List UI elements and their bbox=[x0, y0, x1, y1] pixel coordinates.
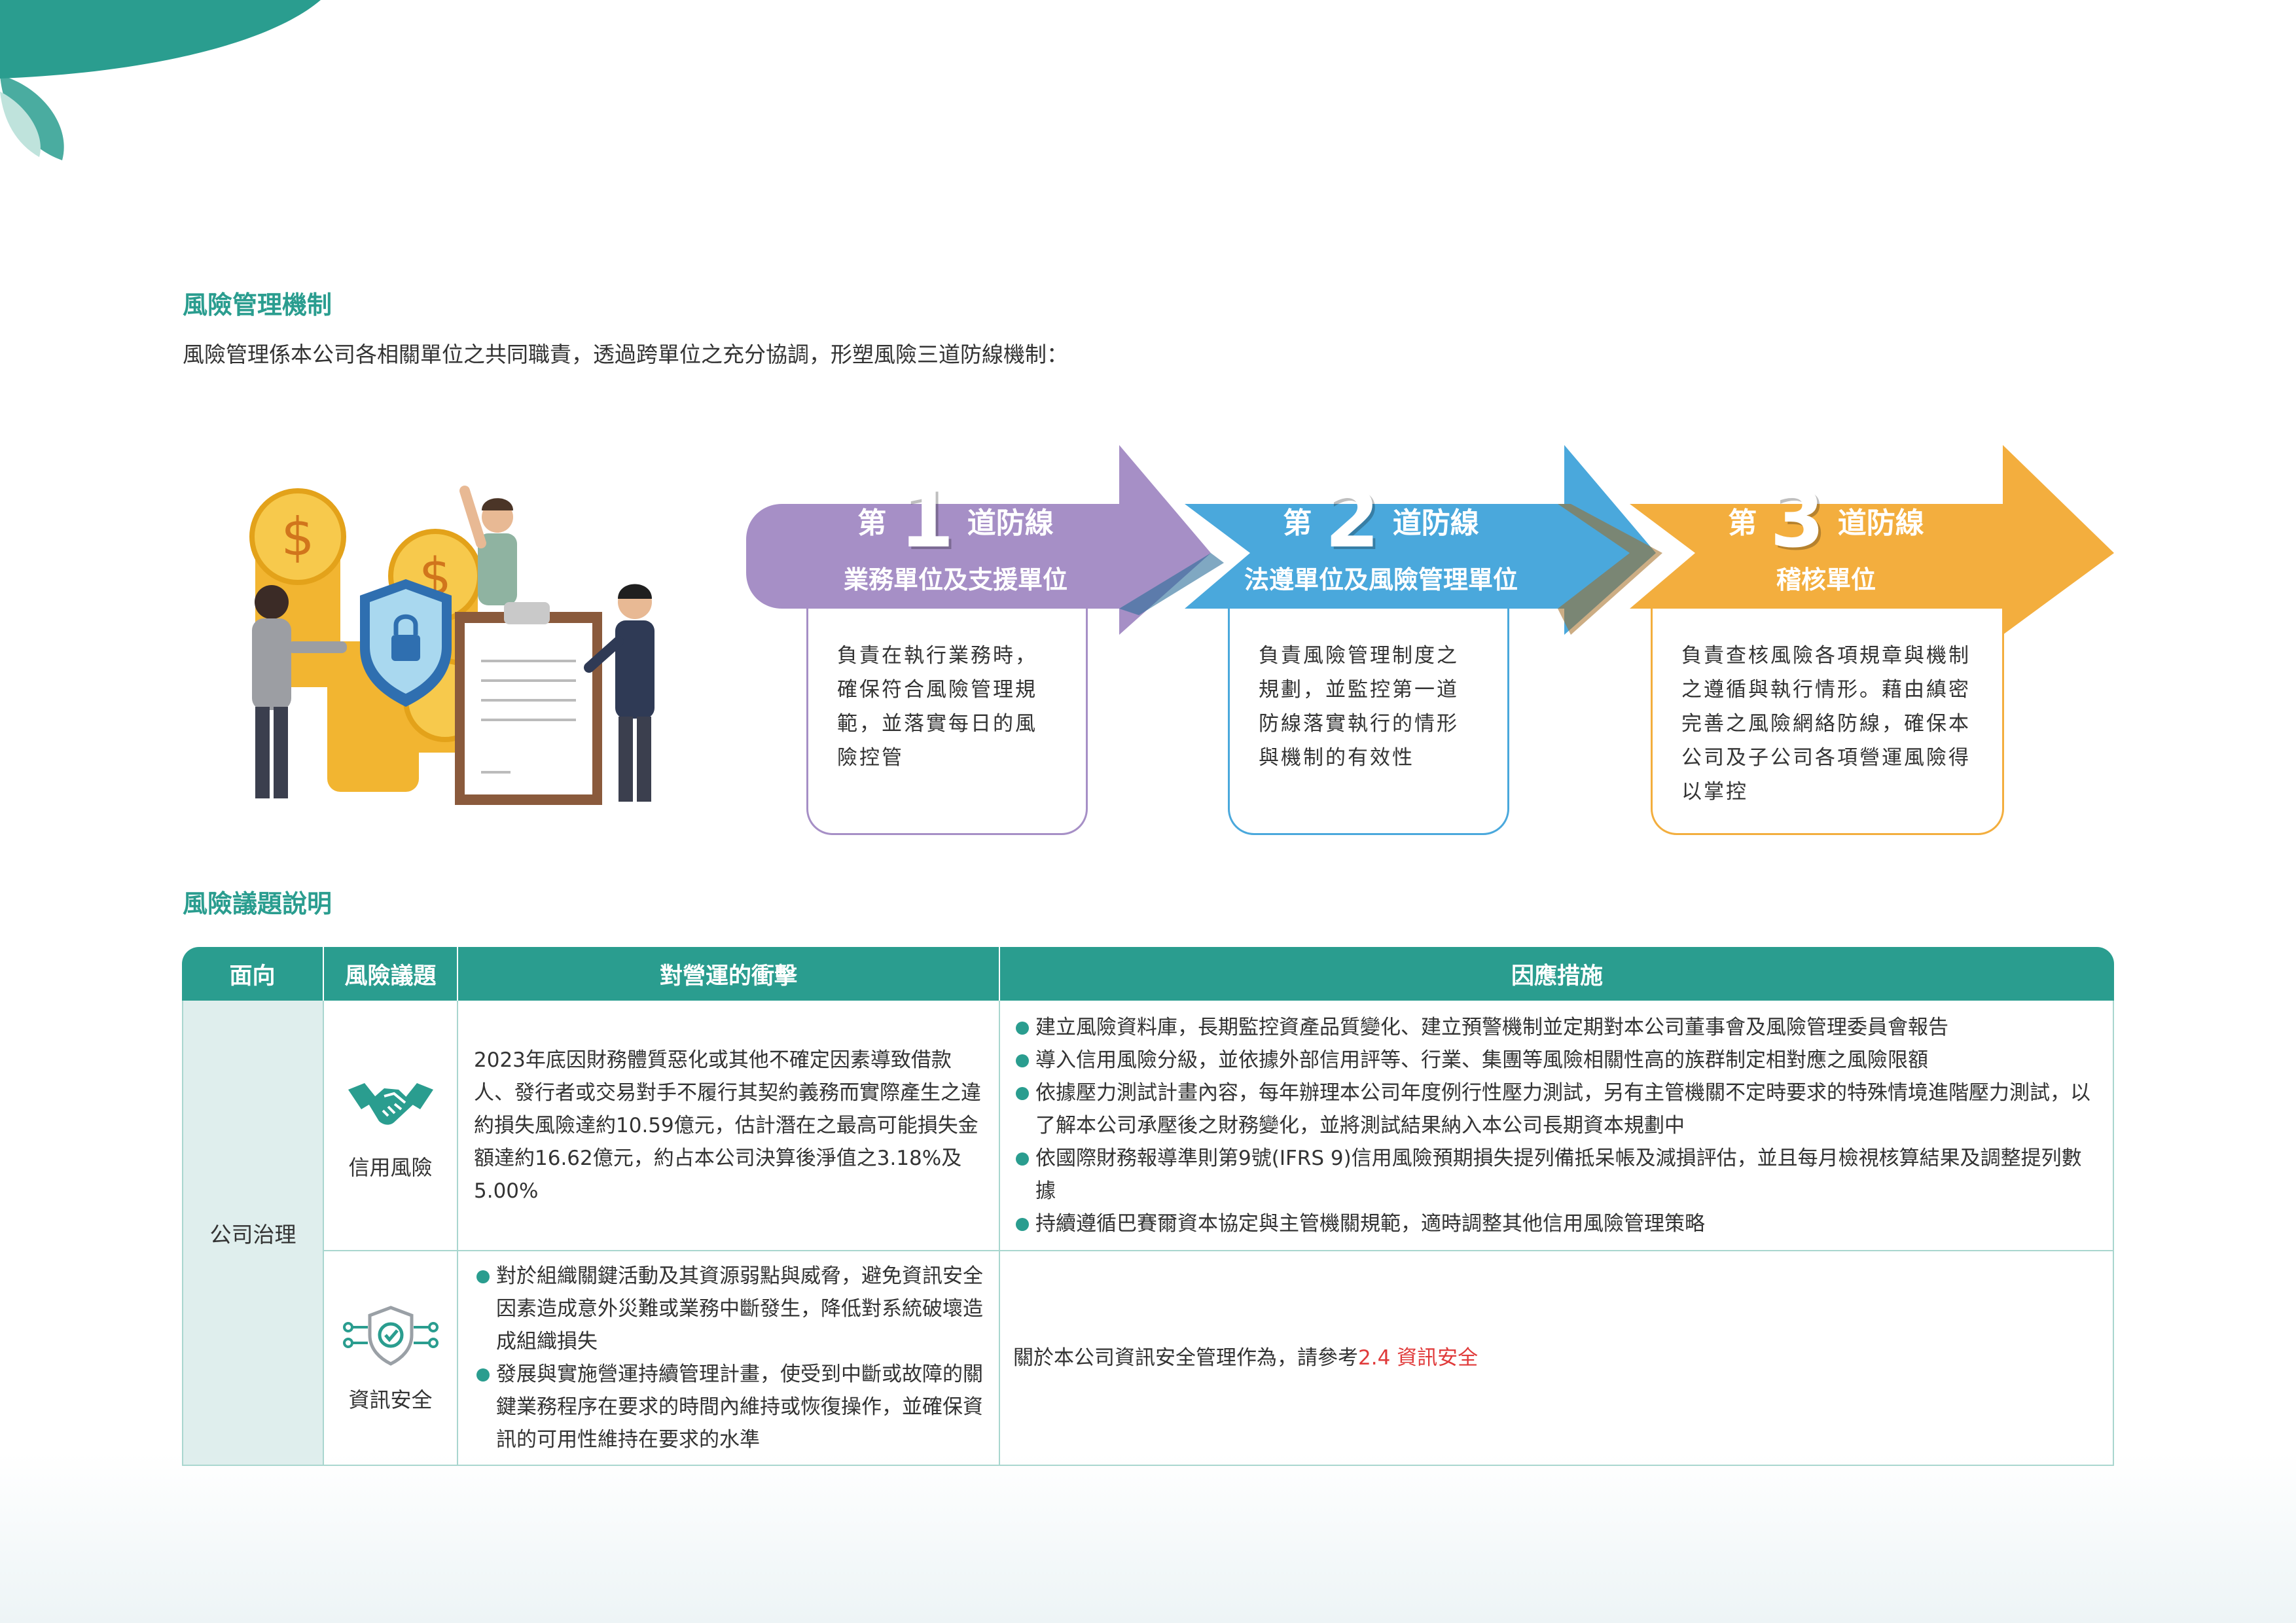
list-item: 持續遵循巴賽爾資本協定與主管機關規範，適時調整其他信用風險管理策略 bbox=[1013, 1207, 2100, 1240]
arrow-line-2 bbox=[1185, 445, 1656, 635]
header-measures: 因應措施 bbox=[1000, 947, 2114, 1001]
topic-cell: 信用風險 bbox=[324, 1001, 458, 1251]
risk-illustration: $ $ bbox=[249, 486, 655, 805]
table-row: 公司治理 信用風險 2023年底因財務體質惡化或其他不確定因素導致借款人、發行者… bbox=[182, 1001, 2114, 1466]
topic-label: 信用風險 bbox=[348, 1154, 433, 1180]
list-item: 發展與實施營運持續管理計畫，使受到中斷或故障的關鍵業務程序在要求的時間內維持或恢… bbox=[474, 1358, 983, 1456]
reference-link[interactable]: 2.4 資訊安全 bbox=[1358, 1346, 1479, 1370]
person-man-suit-icon bbox=[584, 584, 655, 802]
topic-cell: 資訊安全 bbox=[324, 1251, 458, 1466]
bottom-fade bbox=[0, 1453, 2296, 1623]
measures-cell: 建立風險資料庫，長期監控資產品質變化、建立預警機制並定期對本公司董事會及風險管理… bbox=[1000, 1001, 2114, 1251]
risk-table: 面向 風險議題 對營運的衝擊 因應措施 公司治理 信用風險 2023年底因財務體… bbox=[182, 947, 2114, 1466]
number-2: 2 bbox=[1325, 474, 1380, 565]
section-title-issues: 風險議題說明 bbox=[183, 889, 332, 918]
person-man-waving-icon bbox=[459, 486, 517, 605]
handshake-icon bbox=[348, 1082, 433, 1125]
impact-cell: 2023年底因財務體質惡化或其他不確定因素導致借款人、發行者或交易對手不履行其契… bbox=[458, 1001, 1000, 1251]
list-item: 建立風險資料庫，長期監控資產品質變化、建立預警機制並定期對本公司董事會及風險管理… bbox=[1013, 1011, 2100, 1044]
section-intro: 風險管理係本公司各相關單位之共同職責，透過跨單位之充分協調，形塑風險三道防線機制… bbox=[183, 342, 1068, 367]
defense-line-3-unit: 稽核單位 bbox=[1776, 565, 1876, 594]
shield-check-icon bbox=[342, 1306, 439, 1366]
section-title-mechanism: 風險管理機制 bbox=[183, 291, 332, 319]
list-item: 導入信用風險分級，並依據外部信用評等、行業、集團等風險相關性高的族群制定相對應之… bbox=[1013, 1044, 2100, 1077]
list-item: 依國際財務報導準則第9號(IFRS 9)信用風險預期損失提列備抵呆帳及減損評估，… bbox=[1013, 1142, 2100, 1207]
defense-line-1-unit: 業務單位及支援單位 bbox=[843, 565, 1067, 594]
arrow-line-3 bbox=[1630, 445, 2114, 635]
svg-text:$: $ bbox=[281, 507, 315, 567]
impact-cell: 對於組織關鍵活動及其資源弱點與威脅，避免資訊安全因素造成意外災難或業務中斷發生，… bbox=[458, 1251, 1000, 1466]
defense-arrows bbox=[746, 445, 2114, 635]
defense-line-1-desc: 負責在執行業務時，確保符合風險管理規範，並落實每日的風險控管 bbox=[806, 607, 1088, 835]
list-item: 依據壓力測試計畫內容，每年辦理本公司年度例行性壓力測試，另有主管機關不定時要求的… bbox=[1013, 1077, 2100, 1142]
measures-cell: 關於本公司資訊安全管理作為，請參考2.4 資訊安全 bbox=[1000, 1251, 2114, 1466]
facet-cell: 公司治理 bbox=[182, 1001, 324, 1466]
defense-line-2-desc: 負責風險管理制度之規劃，並監控第一道防線落實執行的情形與機制的有效性 bbox=[1228, 607, 1509, 835]
measure-text: 關於本公司資訊安全管理作為，請參考 bbox=[1013, 1346, 1358, 1370]
table-row: 資訊安全 對於組織關鍵活動及其資源弱點與威脅，避免資訊安全因素造成意外災難或業務… bbox=[182, 1251, 2114, 1466]
corner-leaf-decoration bbox=[0, 0, 321, 160]
person-woman-icon bbox=[252, 585, 347, 798]
defense-line-3-desc: 負責查核風險各項規章與機制之遵循與執行情形。藉由縝密完善之風險網絡防線，確保本公… bbox=[1651, 607, 2004, 835]
clipboard-icon bbox=[455, 602, 602, 805]
table-header-row: 面向 風險議題 對營運的衝擊 因應措施 bbox=[182, 947, 2114, 1001]
list-item: 對於組織關鍵活動及其資源弱點與威脅，避免資訊安全因素造成意外災難或業務中斷發生，… bbox=[474, 1260, 983, 1358]
header-facet: 面向 bbox=[182, 947, 324, 1001]
number-1: 1 bbox=[899, 474, 954, 565]
header-impact: 對營運的衝擊 bbox=[458, 947, 1000, 1001]
defense-line-2-unit: 法遵單位及風險管理單位 bbox=[1244, 565, 1518, 594]
header-topic: 風險議題 bbox=[324, 947, 458, 1001]
arrow-line-1 bbox=[746, 445, 1211, 635]
number-3: 3 bbox=[1770, 474, 1825, 565]
topic-label: 資訊安全 bbox=[348, 1387, 433, 1412]
shield-lock-icon bbox=[360, 579, 452, 707]
